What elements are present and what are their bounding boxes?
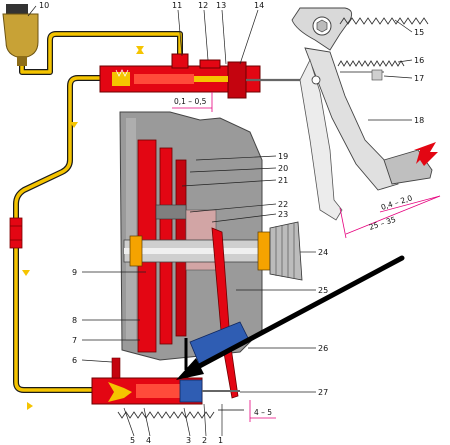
callout-27: 27	[318, 388, 328, 397]
callout-3: 3	[186, 436, 191, 445]
callout-4: 4	[146, 436, 151, 445]
flow-arrows	[22, 46, 144, 410]
fluid-reservoir	[2, 4, 39, 66]
callout-25: 25	[318, 286, 328, 295]
callout-13: 13	[216, 1, 226, 10]
dim-pedal-travel: 25 – 35	[368, 215, 397, 232]
return-spring-15	[339, 17, 429, 25]
callout-9: 9	[72, 268, 77, 277]
slave-cylinder	[91, 357, 240, 405]
callout-5: 5	[130, 436, 135, 445]
callout-16: 16	[414, 56, 424, 65]
callout-2: 2	[202, 436, 207, 445]
master-cylinder	[99, 53, 261, 99]
callout-6: 6	[72, 356, 77, 365]
spring-16	[337, 60, 405, 67]
dimension-lines	[172, 92, 441, 422]
callout-20: 20	[278, 164, 288, 173]
callout-17: 17	[414, 74, 424, 83]
press-direction-arrow	[414, 142, 438, 166]
callout-10: 10	[39, 1, 49, 10]
callout-8: 8	[72, 316, 77, 325]
pedal-assembly	[291, 7, 433, 221]
callout-21: 21	[278, 176, 288, 185]
leader-lines	[27, 5, 413, 437]
hose-coupling	[9, 217, 23, 249]
callout-15: 15	[414, 28, 424, 37]
callout-26: 26	[318, 344, 328, 353]
callout-24: 24	[318, 248, 328, 257]
callout-22: 22	[278, 200, 288, 209]
callout-11: 11	[172, 1, 182, 10]
gear-24	[269, 221, 303, 281]
dim-master-gap: 0,1 – 0,5	[174, 97, 207, 106]
pointer-arrow	[176, 255, 405, 380]
return-spring-lower	[117, 411, 215, 419]
dim-fork-gap: 4 – 5	[254, 408, 272, 417]
callout-1: 1	[218, 436, 223, 445]
callout-23: 23	[278, 210, 288, 219]
callout-18: 18	[414, 116, 424, 125]
callout-7: 7	[72, 336, 77, 345]
callout-12: 12	[198, 1, 208, 10]
callout-19: 19	[278, 152, 288, 161]
callout-14: 14	[254, 1, 264, 10]
input-shaft	[123, 231, 295, 271]
